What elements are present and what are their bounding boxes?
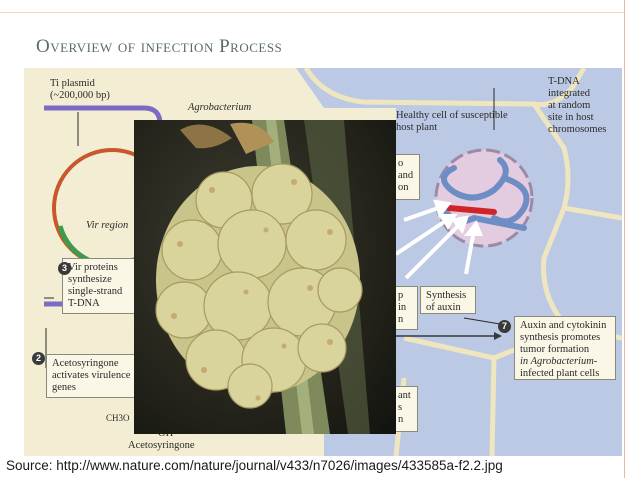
partial-box-mid: p in n bbox=[396, 286, 418, 330]
tdna-label-line1: T-DNA bbox=[548, 76, 580, 87]
partial-right-line2: and bbox=[398, 170, 414, 181]
tdna-label-line4: site in host bbox=[548, 112, 594, 123]
partial-bottom-line3: n bbox=[398, 414, 404, 425]
partial-right-line1: o bbox=[398, 158, 404, 169]
partial-box-right: o and on bbox=[396, 154, 420, 200]
ti-plasmid-label: Ti plasmid bbox=[50, 78, 95, 89]
step7-line5: infected plant cells bbox=[520, 368, 600, 379]
crown-gall-photo bbox=[134, 120, 396, 434]
agrobacterium-label: Agrobacterium bbox=[188, 102, 252, 113]
step7-box: Auxin and cytokinin synthesis promotes t… bbox=[514, 316, 616, 380]
step3-number-badge: 3 bbox=[58, 262, 71, 275]
slide-right-rule bbox=[624, 0, 625, 478]
step2-line3: genes bbox=[52, 382, 76, 393]
step7-number-badge: 7 bbox=[498, 320, 511, 333]
tdna-label-line3: at random bbox=[548, 100, 591, 111]
partial-bottom-line1: ant bbox=[398, 390, 411, 401]
synthesis-line2: of auxin bbox=[426, 302, 461, 313]
step7-line2: synthesis promotes bbox=[520, 332, 601, 343]
healthy-cell-label-line2: host plant bbox=[396, 122, 438, 133]
acetosyringone-label: Acetosyringone bbox=[128, 440, 195, 451]
partial-right-line3: on bbox=[398, 182, 409, 193]
step3-line1: Vir proteins bbox=[68, 262, 118, 273]
step7-line1: Auxin and cytokinin bbox=[520, 320, 607, 331]
slide-title: Overview of infection Process bbox=[36, 36, 283, 57]
step2-line1: Acetosyringone bbox=[52, 358, 119, 369]
ch3o-label: CH3O bbox=[106, 413, 130, 423]
partial-bottom-line2: s bbox=[398, 402, 403, 413]
tdna-label-line2: integrated bbox=[548, 88, 590, 99]
step2-number-badge: 2 bbox=[32, 352, 45, 365]
crown-gall-image bbox=[155, 120, 370, 434]
ti-plasmid-size-label: (~200,000 bp) bbox=[50, 90, 110, 101]
vir-region-label: Vir region bbox=[86, 220, 129, 231]
step3-box: Vir proteins synthesize single-strand T-… bbox=[62, 258, 142, 314]
step3-line4: T-DNA bbox=[68, 298, 100, 309]
step2-line2: activates virulence bbox=[52, 370, 131, 381]
partial-box-bottom: ant s n bbox=[396, 386, 418, 432]
step7-line3: tumor formation bbox=[520, 344, 590, 355]
step2-box: Acetosyringone activates virulence genes bbox=[46, 354, 140, 398]
healthy-cell-label-line1: Healthy cell of susceptible bbox=[396, 110, 508, 121]
image-source-caption: Source: http://www.nature.com/nature/jou… bbox=[6, 458, 503, 473]
synthesis-line1: Synthesis bbox=[426, 290, 467, 301]
step3-line3: single-strand bbox=[68, 286, 123, 297]
infection-figure: Ti plasmid (~200,000 bp) Agrobacterium V… bbox=[24, 68, 622, 456]
slide-top-rule bbox=[0, 12, 624, 13]
step3-line2: synthesize bbox=[68, 274, 112, 285]
partial-mid-line1: p in bbox=[398, 290, 407, 313]
synthesis-auxin-box: Synthesis of auxin bbox=[420, 286, 476, 314]
tdna-label-line5: chromosomes bbox=[548, 124, 607, 135]
partial-mid-line2: n bbox=[398, 314, 404, 325]
step7-line4: in Agrobacterium- bbox=[520, 356, 598, 367]
